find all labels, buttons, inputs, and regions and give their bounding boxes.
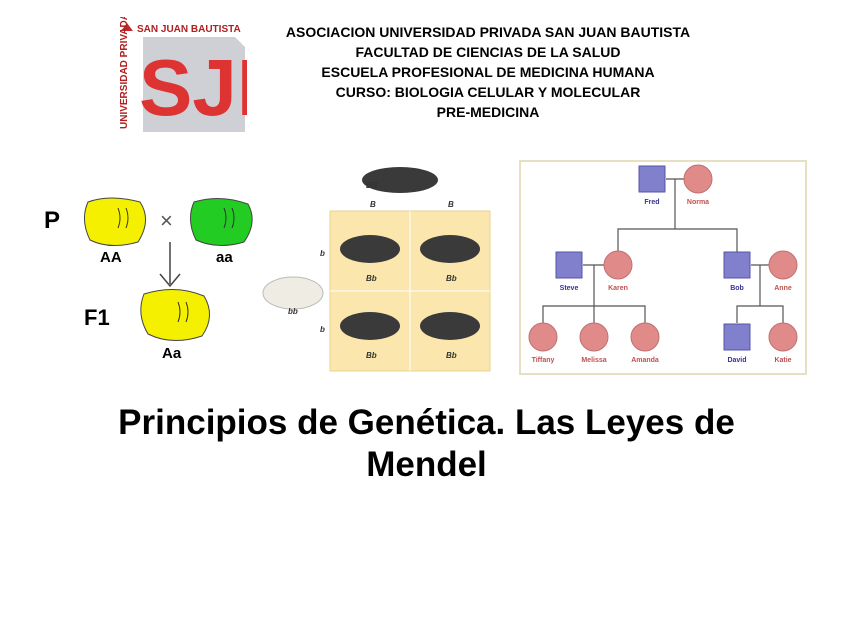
left-parent-genotype: bb <box>288 307 298 316</box>
allele-label: b <box>320 325 325 334</box>
cell-genotype: Bb <box>446 351 457 360</box>
person-name: Amanda <box>631 357 659 364</box>
female-symbol <box>768 322 798 352</box>
person-name: Tiffany <box>532 357 555 364</box>
person-name: Karen <box>608 285 628 292</box>
yellow-pea-icon <box>84 197 146 246</box>
person-name: David <box>727 357 746 364</box>
svg-text:SJB: SJB <box>139 43 247 132</box>
male-symbol <box>723 323 751 351</box>
header-line: FACULTAD DE CIENCIAS DE LA SALUD <box>355 44 621 60</box>
person-name: Melissa <box>581 357 606 364</box>
cell-genotype: Bb <box>366 351 377 360</box>
male-symbol <box>723 251 751 279</box>
green-pea-icon <box>190 198 253 246</box>
p-label: P <box>44 207 60 234</box>
cross-symbol: × <box>160 208 173 233</box>
header-line: PRE-MEDICINA <box>436 104 540 120</box>
yellow-pea-icon <box>140 289 210 341</box>
allele-label: b <box>320 249 325 258</box>
cell-genotype: Bb <box>446 274 457 283</box>
slide-title: Principios de Genética. Las Leyes de Men… <box>118 403 735 484</box>
cell-genotype: Bb <box>366 274 377 283</box>
allele-label: B <box>370 200 376 209</box>
female-symbol <box>683 164 713 194</box>
female-symbol <box>528 322 558 352</box>
male-symbol <box>555 251 583 279</box>
parent1-genotype: AA <box>100 249 122 266</box>
institution-header: ASOCIACION UNIVERSIDAD PRIVADA SAN JUAN … <box>240 22 736 122</box>
header-line: CURSO: BIOLOGIA CELULAR Y MOLECULAR <box>335 84 641 100</box>
guinea-pig-icon <box>362 167 438 193</box>
person-name: Fred <box>644 199 659 206</box>
female-symbol <box>768 250 798 280</box>
university-logo: SAN JUAN BAUTISTA UNIVERSIDAD PRIVADA SJ… <box>113 13 295 134</box>
parent2-genotype: aa <box>216 249 233 266</box>
punnett-square: BB B B b b bb Bb Bb Bb Bb <box>262 167 491 372</box>
person-name: Anne <box>774 285 792 292</box>
top-parent-genotype: BB <box>366 181 378 190</box>
female-symbol <box>579 322 609 352</box>
header-line: ASOCIACION UNIVERSIDAD PRIVADA SAN JUAN … <box>285 24 691 40</box>
person-name: Norma <box>687 199 709 206</box>
svg-text:UNIVERSIDAD PRIVADA: UNIVERSIDAD PRIVADA <box>119 17 130 129</box>
guinea-pig-icon <box>262 276 324 310</box>
mendel-cross-diagram: P × AA aa F1 Aa <box>44 197 253 362</box>
person-name: Steve <box>560 285 579 292</box>
person-name: Katie <box>774 357 791 364</box>
offspring-genotype: Aa <box>162 345 182 362</box>
person-name: Bob <box>730 285 744 292</box>
male-symbol <box>638 165 666 193</box>
arrow-down-icon <box>159 242 181 288</box>
female-symbol <box>630 322 660 352</box>
female-symbol <box>603 250 633 280</box>
allele-label: B <box>448 200 454 209</box>
header-line: ESCUELA PROFESIONAL DE MEDICINA HUMANA <box>321 64 655 80</box>
svg-text:SAN JUAN BAUTISTA: SAN JUAN BAUTISTA <box>137 24 241 35</box>
f1-label: F1 <box>84 305 110 330</box>
